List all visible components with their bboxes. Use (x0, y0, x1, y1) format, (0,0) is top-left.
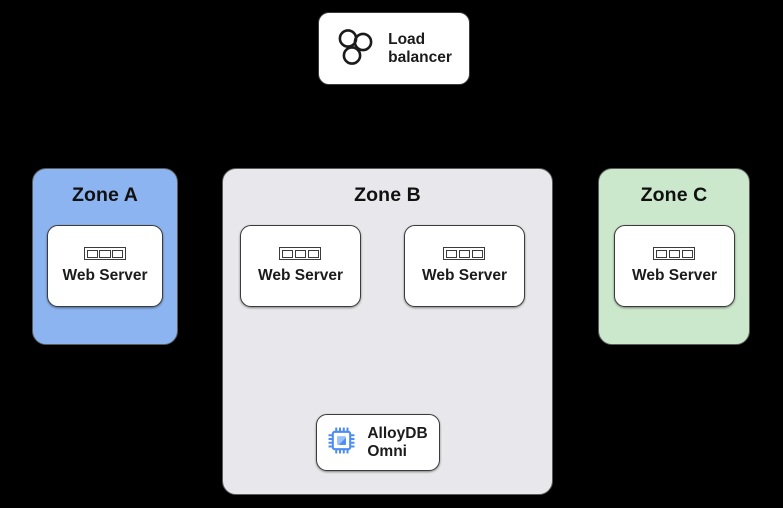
alloydb-omni-label-line2: Omni (367, 442, 407, 460)
server-rack-icon (279, 247, 322, 261)
alloydb-omni-node[interactable]: AlloyDB Omni (316, 414, 440, 471)
zone-c-web-server-label: Web Server (631, 267, 717, 285)
server-rack-icon (83, 247, 126, 261)
three-circles-icon (336, 26, 376, 71)
zone-a-web-server-node[interactable]: Web Server (47, 225, 163, 307)
alloydb-omni-label-line1: AlloyDB (367, 425, 428, 443)
zone-c-web-server-node[interactable]: Web Server (614, 225, 735, 307)
zone-b-web-server-2-label: Web Server (421, 267, 507, 285)
zone-b-web-server-1-node[interactable]: Web Server (240, 225, 361, 307)
zone-a-web-server-label: Web Server (62, 267, 148, 285)
zone-b-web-server-1-label: Web Server (257, 267, 343, 285)
server-rack-icon (653, 247, 696, 261)
load-balancer-node[interactable]: Load balancer (318, 12, 470, 85)
server-rack-icon (443, 247, 486, 261)
alloydb-omni-label: AlloyDB Omni (367, 425, 427, 460)
zone-c-label: Zone C (640, 184, 708, 206)
zone-a-label: Zone A (72, 184, 138, 206)
microchip-icon (328, 426, 355, 459)
load-balancer-label: Load balancer (388, 31, 452, 66)
zone-b-label: Zone B (354, 184, 421, 206)
load-balancer-label-line2: balancer (388, 48, 452, 66)
zone-b-web-server-2-node[interactable]: Web Server (404, 225, 525, 307)
load-balancer-label-line1: Load (388, 31, 426, 49)
